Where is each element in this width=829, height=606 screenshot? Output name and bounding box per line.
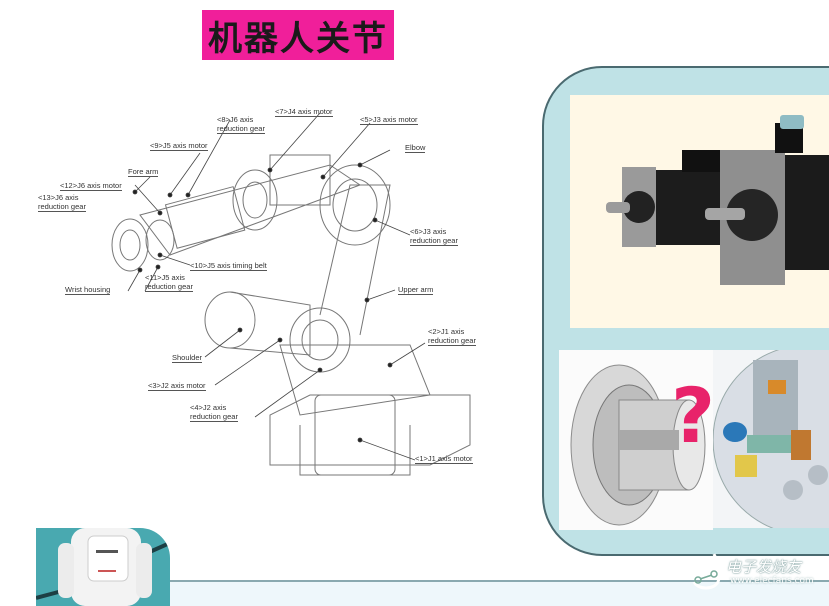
fore-arm-shape — [139, 164, 362, 256]
label-upper-arm: Upper arm — [398, 285, 434, 295]
label-j6-motor: <12>J6 axis motor — [60, 181, 122, 191]
humanoid-robot-icon — [36, 528, 170, 606]
elecfans-logo-icon — [692, 553, 722, 590]
j6-gear — [232, 169, 278, 231]
footer-divider — [170, 580, 829, 582]
j4-motor-shape — [269, 154, 331, 206]
slide-title-box: 机器人关节 — [202, 10, 394, 60]
j2-gear — [289, 307, 351, 373]
servo-motors-icon — [606, 115, 829, 285]
label-elbow: Elbow — [405, 143, 426, 153]
servo-motor-photo — [570, 95, 829, 328]
wrist-gear — [111, 218, 149, 272]
elecfans-watermark: 电子发烧友 www.elecfans.com — [688, 552, 829, 592]
label-j2-motor: <3>J2 axis motor — [148, 381, 206, 391]
rv-reducer-photo — [712, 344, 829, 536]
label-fore-arm: Fore arm — [128, 167, 159, 177]
label-j4-motor: <7>J4 axis motor — [275, 107, 333, 117]
robot-arm-drawing — [111, 112, 471, 476]
upper-arm-shape — [319, 184, 391, 336]
question-mark: ? — [671, 371, 716, 460]
label-j5-timing-belt: <10>J5 axis timing belt — [190, 261, 267, 271]
shoulder-motor-end — [204, 291, 256, 349]
base-plate — [269, 394, 471, 466]
footer-band — [170, 582, 829, 606]
j1-motor-shape — [314, 394, 396, 476]
label-j5-motor: <9>J5 axis motor — [150, 141, 208, 151]
watermark-brand: 电子发烧友 — [726, 558, 802, 576]
turret — [279, 344, 431, 416]
label-j3-motor: <5>J3 axis motor — [360, 115, 418, 125]
slide-title: 机器人关节 — [208, 18, 388, 59]
label-shoulder: Shoulder — [172, 353, 203, 363]
humanoid-robot-thumbnail — [36, 528, 170, 606]
label-wrist-housing: Wrist housing — [65, 285, 111, 295]
reducer-cutaway-icon — [570, 364, 706, 526]
label-j1-motor: <1>J1 axis motor — [415, 454, 473, 464]
rv-reducer-cutaway-icon — [712, 344, 829, 536]
harmonic-reducer-photo: ? — [559, 350, 716, 530]
watermark-url: www.elecfans.com — [730, 576, 814, 586]
